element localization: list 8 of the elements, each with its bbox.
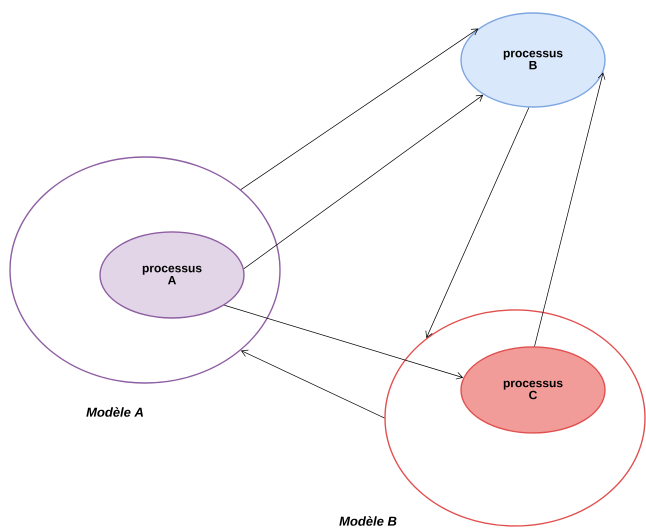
arrow [240, 350, 385, 418]
arrow [240, 28, 478, 190]
arrow [426, 107, 530, 338]
arrow [534, 72, 606, 347]
model-label: Modèle B [339, 516, 396, 526]
arrow [244, 94, 484, 270]
arrow [224, 304, 464, 380]
model-label: Modèle A [86, 407, 143, 417]
